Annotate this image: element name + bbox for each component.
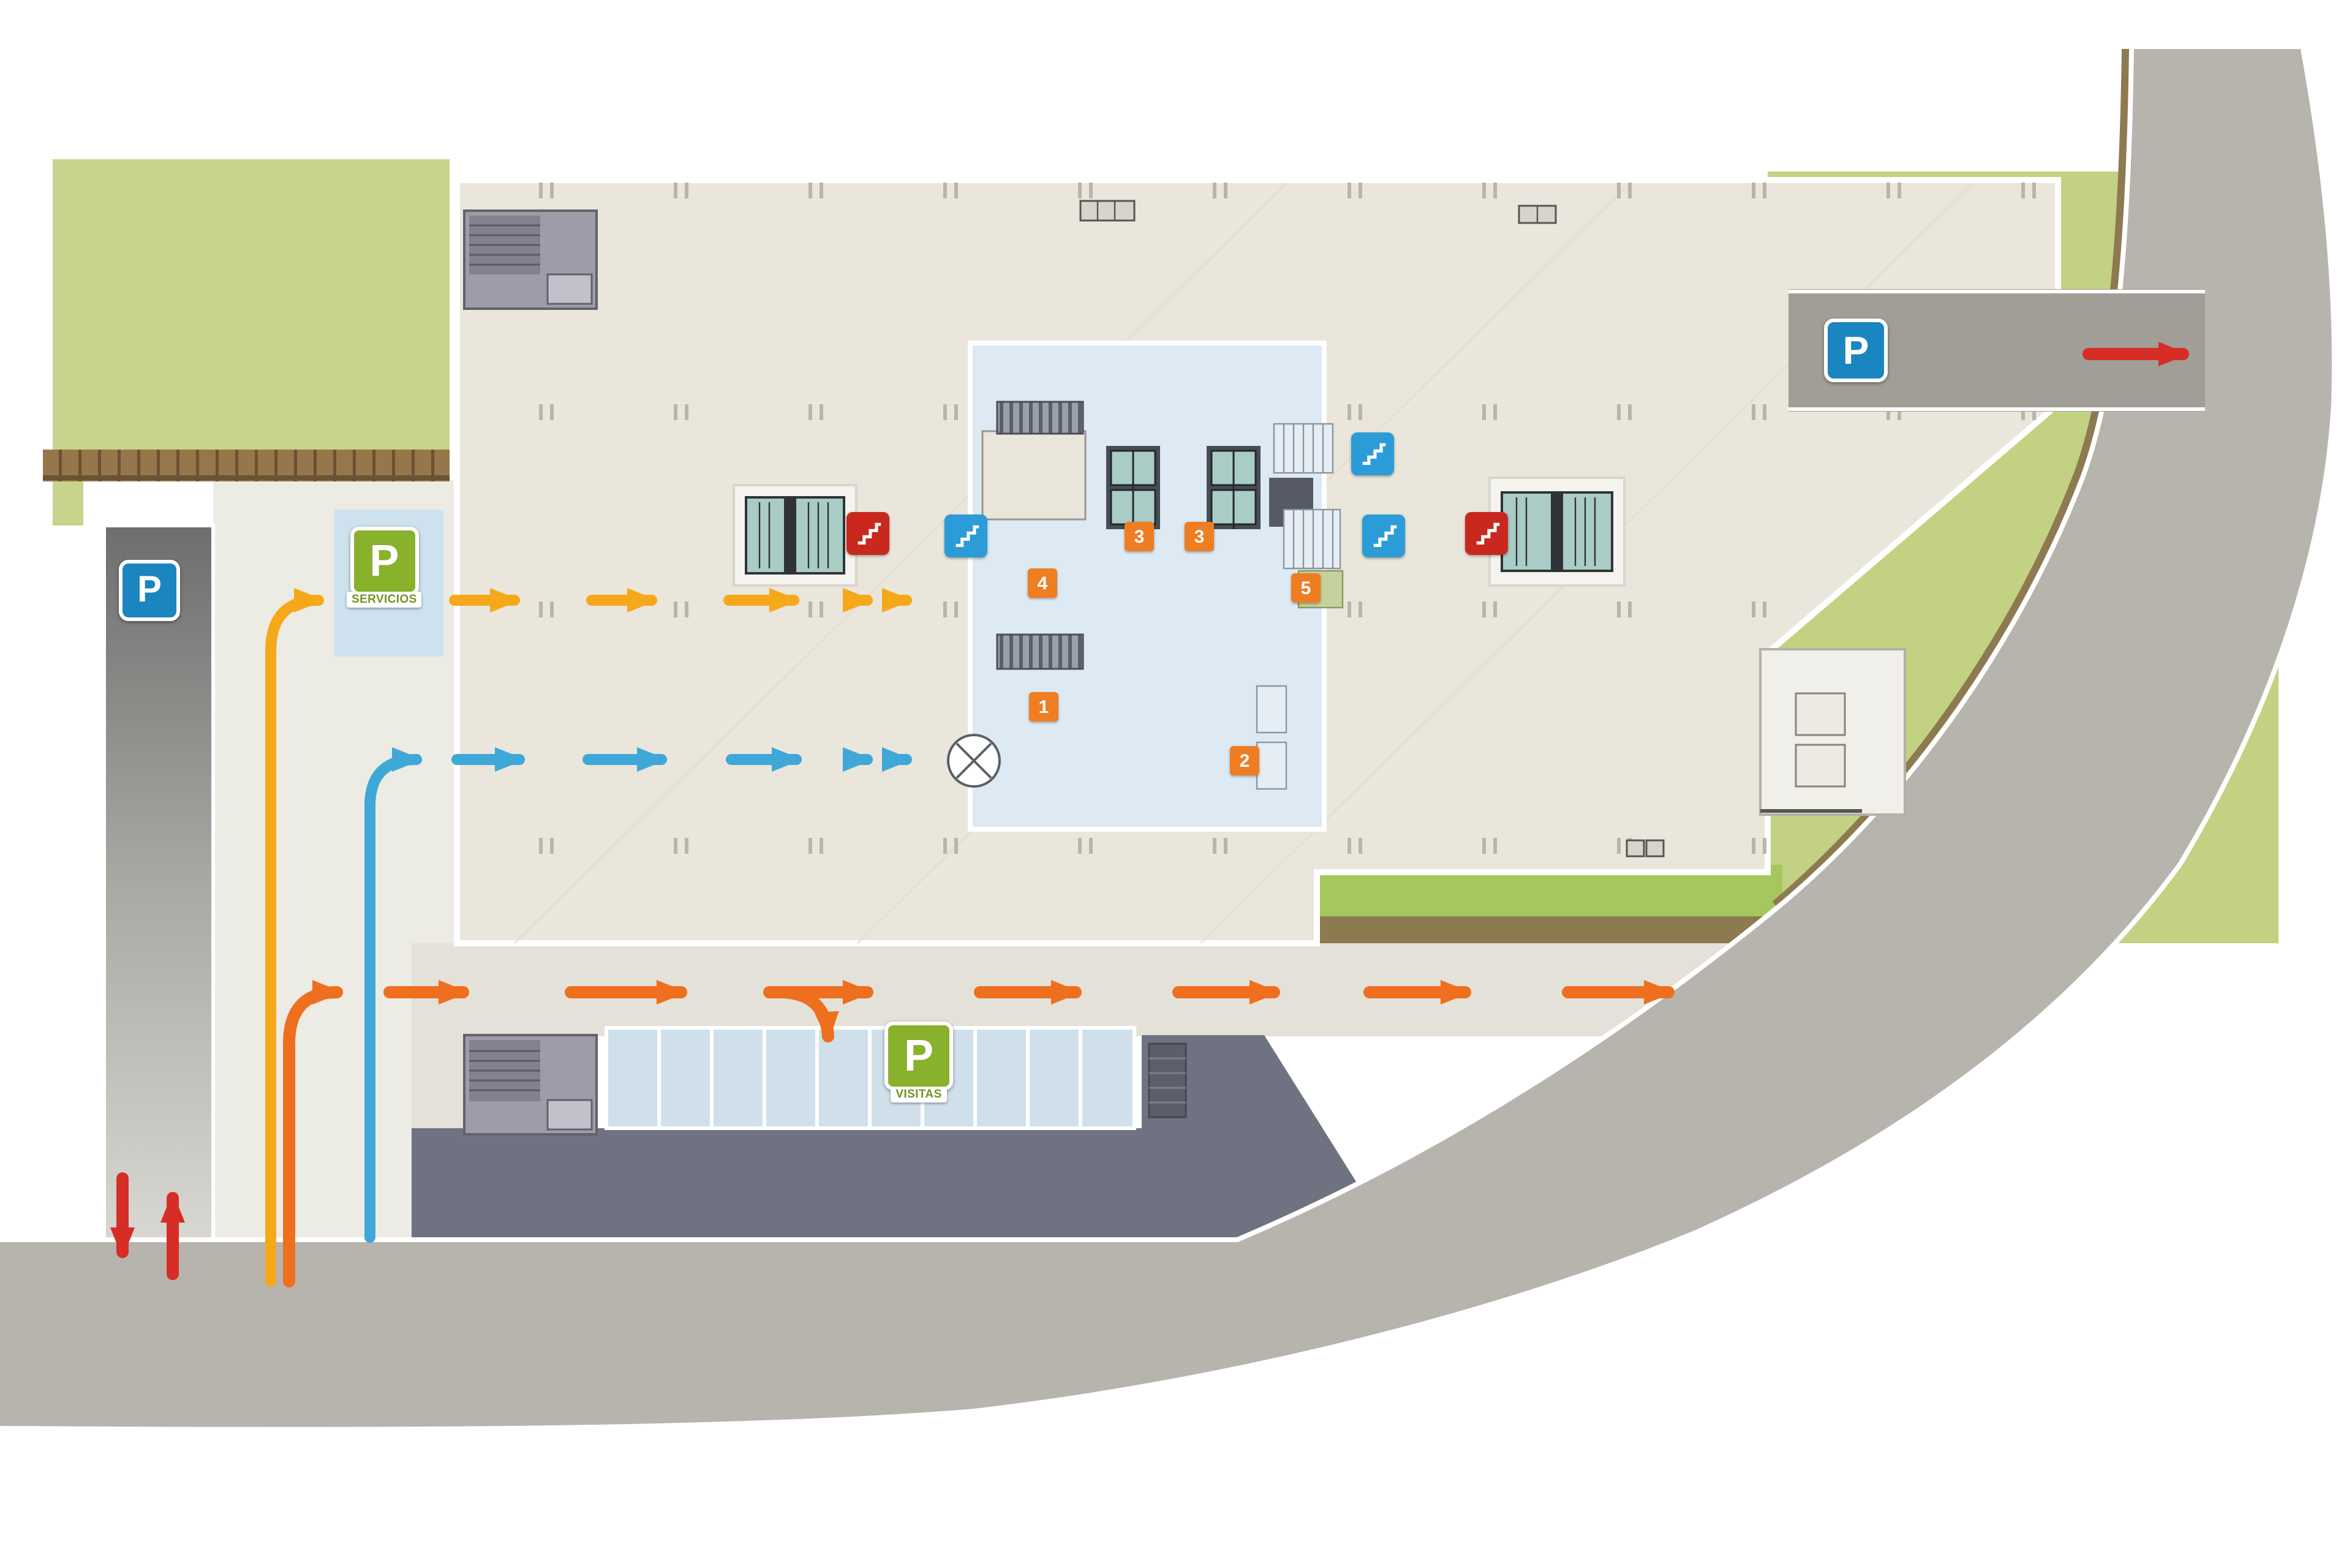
core-stair-top bbox=[1273, 423, 1334, 474]
parking-sign-ramp-label: P bbox=[137, 570, 162, 610]
road-outer-edge-line bbox=[0, 48, 2337, 1432]
grille-lines bbox=[1096, 201, 1539, 223]
vent-grilles bbox=[1079, 200, 1665, 858]
zone-badge-3a: 3 bbox=[1125, 522, 1154, 551]
parking-sign-visitas-p: P bbox=[884, 1022, 953, 1090]
visitor-route-arrows bbox=[283, 980, 1675, 1287]
parking-sign-exit-label: P bbox=[1842, 328, 1869, 372]
zone-badge-3b: 3 bbox=[1185, 522, 1214, 551]
zone-badge-5: 5 bbox=[1291, 573, 1321, 603]
parking-sign-servicios: P SERVICIOS bbox=[347, 527, 422, 608]
stairs-icon bbox=[1465, 512, 1508, 555]
exit-route-arrows bbox=[110, 342, 2189, 1280]
pedestrian-route-arrows bbox=[364, 747, 913, 1243]
revolving-door-icon bbox=[947, 734, 1001, 788]
zone-badge-1: 1 bbox=[1029, 692, 1058, 722]
parking-sign-servicios-label: SERVICIOS bbox=[347, 592, 422, 608]
stair-structure-bottom bbox=[463, 1034, 598, 1136]
elevator-cluster-right bbox=[1488, 477, 1626, 587]
core-furniture bbox=[1256, 685, 1287, 790]
service-route-arrows bbox=[265, 588, 913, 1287]
column-grid-ticks bbox=[473, 183, 2043, 854]
elevator-bank-right bbox=[1207, 446, 1261, 529]
perimeter-road bbox=[0, 49, 2335, 1430]
zone-badge-4: 4 bbox=[1028, 568, 1057, 598]
circulation-arrows bbox=[110, 342, 2189, 1287]
core-stair-right bbox=[1283, 508, 1341, 570]
elevator-cluster-left bbox=[733, 484, 858, 587]
building-core bbox=[947, 341, 1344, 832]
core-room bbox=[981, 430, 1087, 521]
stairs-icon bbox=[1362, 514, 1405, 557]
entry-ramp-left bbox=[102, 524, 215, 1242]
machine-unit-top bbox=[996, 401, 1084, 435]
elevator-bank-left bbox=[1106, 446, 1160, 529]
parking-sign-exit: P bbox=[1824, 318, 1888, 382]
parking-sign-servicios-p: P bbox=[350, 527, 419, 595]
stair-structure-top bbox=[463, 209, 598, 310]
parking-sign-visitas: P VISITAS bbox=[884, 1022, 953, 1102]
stairs-icon bbox=[1351, 432, 1394, 475]
utility-area bbox=[1759, 648, 1906, 816]
brick-wall-band bbox=[43, 450, 450, 481]
zone-badge-2: 2 bbox=[1230, 746, 1259, 775]
green-area-top-left bbox=[53, 159, 450, 450]
earth-band-south bbox=[1317, 916, 1795, 943]
stairs-icon bbox=[846, 512, 889, 555]
retaining-wall bbox=[412, 1035, 1394, 1242]
parking-sign-visitas-label: VISITAS bbox=[891, 1087, 947, 1102]
visitor-parking-stalls bbox=[605, 1026, 1136, 1130]
stairs-icon bbox=[944, 514, 987, 557]
machine-unit-bottom bbox=[996, 633, 1084, 670]
parking-sign-ramp: P bbox=[119, 560, 180, 621]
